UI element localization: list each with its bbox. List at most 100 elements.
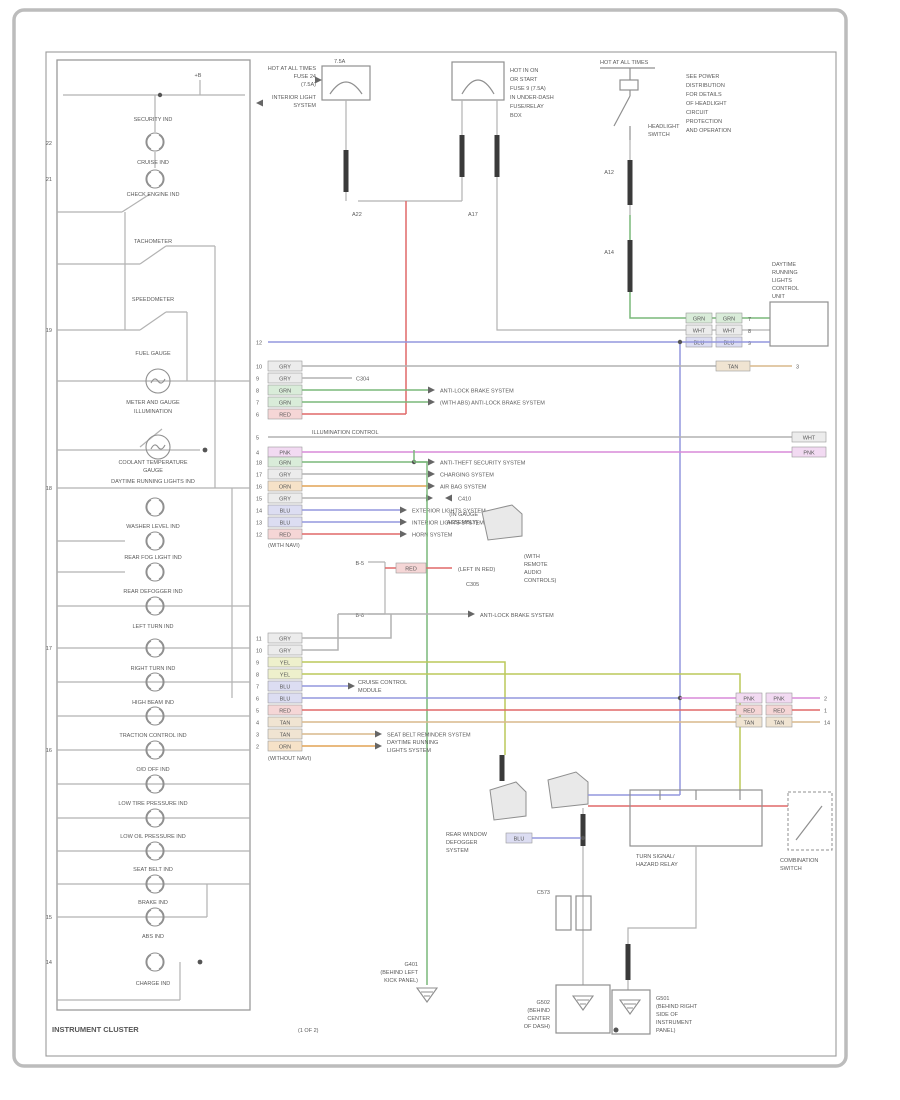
cluster-label: REAR DEFOGGER IND [123,589,182,595]
ground-label-line: G501 [656,996,669,1002]
wire-color-label: WHT [803,436,816,442]
box-label-line: HAZARD RELAY [636,862,678,868]
wire-color-label: YEL [280,673,290,679]
fuse-note-line: BOX [510,113,522,119]
wire-color-label: PNK [743,697,755,703]
connector-segments [343,135,500,192]
note-line: PROTECTION [686,119,722,125]
unit-label-line: UNIT [772,294,785,300]
wire-color-label: GRN [279,389,291,395]
system-label: ANTI-THEFT SECURITY SYSTEM [440,461,526,467]
ground-label-line: G502 [537,1000,550,1006]
connector-id: A17 [468,212,478,218]
fuse-note-line: INTERIOR LIGHT [272,95,317,101]
ground-label-line: (BEHIND RIGHT [656,1004,698,1010]
fuse-1: 7.5A HOT AT ALL TIMES FUSE 24 (7.5A) INT… [256,59,371,218]
cluster-label: WASHER LEVEL IND [126,524,179,530]
cluster-label: DAYTIME RUNNING LIGHTS IND [111,479,195,485]
wire-note: (LEFT IN RED) [458,567,495,573]
box-label-line: TURN SIGNAL/ [636,854,675,860]
wire-color-label: PNK [773,697,785,703]
note-line: OF HEADLIGHT [686,101,727,107]
sub-circuit: B-5 B-8 RED (LEFT IN RED) C305 (WITH REM… [338,554,557,619]
pin-number: 7 [748,317,751,323]
wire-color-label: PNK [279,451,291,457]
system-label: ANTI-LOCK BRAKE SYSTEM [480,613,554,619]
pin-number: 3 [796,365,799,371]
junction-dot [157,92,163,98]
gauge-assembly-icon [481,504,523,541]
pin-number: 22 [46,141,52,147]
cluster-label: METER AND GAUGE [126,400,180,406]
unit-label-line: DAYTIME [772,262,796,268]
illumination-row: 5 ILLUMINATION CONTROL WHT [256,430,827,443]
unit-label-line: CONTROL [772,286,799,292]
unit-label-line: LIGHTS [772,278,792,284]
pin-number: 14 [46,960,52,966]
pin-number: 2 [256,745,259,751]
bundle-2: 18 GRN ANTI-THEFT SECURITY SYSTEM 17 GRY… [256,456,526,549]
pin-number: 3 [256,733,259,739]
instrument-cluster-box [56,59,251,1011]
ground-label-line: G401 [405,962,418,968]
pin-number: 9 [256,377,259,383]
cluster-label: COOLANT TEMPERATURE [118,460,187,466]
system-label: LIGHTS SYSTEM [387,748,431,754]
pin-number: 18 [46,486,52,492]
defogger-note: REAR WINDOW DEFOGGER SYSTEM BLU [446,832,586,854]
connector-id: A14 [604,250,614,256]
pin-number: 9 [256,661,259,667]
note-line: REMOTE [524,562,548,568]
pin-number: 15 [256,497,262,503]
ground-label-line: OF DASH) [524,1024,550,1030]
system-label: CHARGING SYSTEM [440,473,494,479]
cluster-label: TRACTION CONTROL IND [119,733,186,739]
cluster-left-pins: 22 21 19 18 17 16 15 14 [46,141,52,966]
system-label: CRUISE CONTROL [358,680,407,686]
system-label: DAYTIME RUNNING [387,740,438,746]
wire-color-label: TAN [728,365,739,371]
arrow-left-icon [256,99,263,107]
wire-color-label: BLU [280,685,291,691]
fuse-note-line: HOT IN ON [510,68,538,74]
pin-number: 4 [256,721,259,727]
note-line: FOR DETAILS [686,92,722,98]
wire-color-label: YEL [280,661,290,667]
wire-color-label: GRY [279,377,291,383]
pin-number: 8 [256,673,259,679]
wire-label: ILLUMINATION CONTROL [312,430,379,436]
wire-color-label: TAN [744,721,755,727]
pin-number: 16 [46,748,52,754]
fuse-note-line: FUSE/RELAY [510,104,544,110]
pin-number: 1 [824,709,827,715]
pin-number: 14 [824,721,830,727]
icon-label-line: (IN GAUGE [449,512,478,518]
fuse-feed-line: FUSE 24 [294,74,316,80]
pin-number: 9 [748,341,751,347]
fuse-feed-line: HOT AT ALL TIMES [268,66,317,72]
connector-id: A22 [352,212,362,218]
wire-color-label: GRY [279,497,291,503]
junction-dot [197,959,203,965]
pin-number: B-5 [355,561,364,567]
cluster-label: LOW TIRE PRESSURE IND [118,801,187,807]
cluster-label: SEAT BELT IND [133,867,173,873]
headlight-switch-area: HOT AT ALL TIMES HEADLIGHT SWITCH SEE PO… [600,60,731,256]
note-line: AUDIO [524,570,542,576]
wire-color-label: TAN [774,721,785,727]
outer-frame [12,8,848,1068]
cluster-label: CHECK ENGINE IND [127,192,180,198]
cluster-label: CHARGE IND [136,981,171,987]
fuse-2: HOT IN ON OR START FUSE 9 (7.5A) IN UNDE… [451,61,554,218]
pin-number: 10 [256,649,262,655]
pin-number: 8 [748,329,751,335]
switch-label-line: SWITCH [780,866,802,872]
system-label: MODULE [358,688,382,694]
wire-color-label: RED [279,709,291,715]
combination-switch: COMBINATION SWITCH [780,791,833,872]
wire-color-label: TAN [280,721,291,727]
wire-color-label: WHT [723,329,736,335]
fuse-note-line: SYSTEM [293,103,316,109]
wire-color-label: GRY [279,637,291,643]
